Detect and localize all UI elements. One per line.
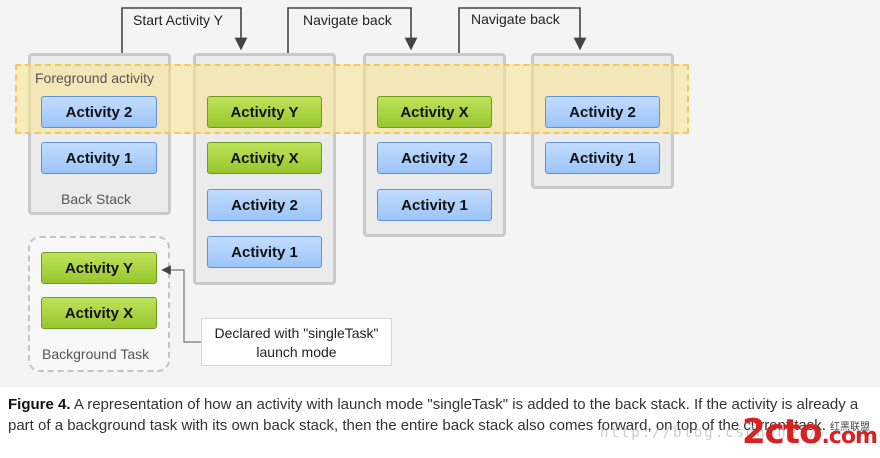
figure-caption: Figure 4. A representation of how an act… [8, 394, 874, 436]
stack4-activity-1: Activity 1 [545, 142, 660, 174]
watermark-url: http://blog.csdn.net/ [600, 425, 820, 441]
step-label-navigate-back-1: Navigate back [301, 12, 394, 28]
logo-text: 2cto [742, 412, 822, 452]
stack4-activity-2: Activity 2 [545, 96, 660, 128]
stack2-activity-y: Activity Y [207, 96, 322, 128]
logo-subtitle: 红黑联盟 [830, 422, 870, 433]
stack3-activity-1: Activity 1 [377, 189, 492, 221]
stack1-activity-1: Activity 1 [41, 142, 157, 174]
logo-suffix: .com [821, 424, 877, 449]
connector-lines [121, 7, 587, 343]
background-activity-x: Activity X [41, 297, 157, 329]
note-line-1: Declared with "singleTask" [214, 325, 379, 341]
background-task-label: Background Task [42, 346, 150, 362]
step2-connector [287, 7, 418, 53]
stack2-activity-x: Activity X [207, 142, 322, 174]
step-label-navigate-back-2: Navigate back [469, 11, 562, 27]
step3-connector [458, 7, 587, 53]
step-label-start-activity-y: Start Activity Y [131, 12, 225, 28]
diagram-area: Back Stack Background Task Foreground ac… [0, 0, 880, 387]
stack2-activity-1: Activity 1 [207, 236, 322, 268]
stack3-activity-2: Activity 2 [377, 142, 492, 174]
figure-label: Figure 4. [8, 396, 71, 413]
foreground-label: Foreground activity [35, 70, 155, 86]
back-stack-label: Back Stack [61, 191, 132, 207]
stack1-activity-2: Activity 2 [41, 96, 157, 128]
site-logo: 2cto.com [742, 412, 878, 452]
note-connector [161, 265, 201, 343]
stack2-activity-2: Activity 2 [207, 189, 322, 221]
background-activity-y: Activity Y [41, 252, 157, 284]
note-line-2: launch mode [256, 344, 337, 360]
single-task-note: Declared with "singleTask" launch mode [201, 318, 392, 366]
figure-caption-text: A representation of how an activity with… [8, 396, 859, 434]
step1-connector [121, 7, 248, 53]
stack3-activity-x: Activity X [377, 96, 492, 128]
